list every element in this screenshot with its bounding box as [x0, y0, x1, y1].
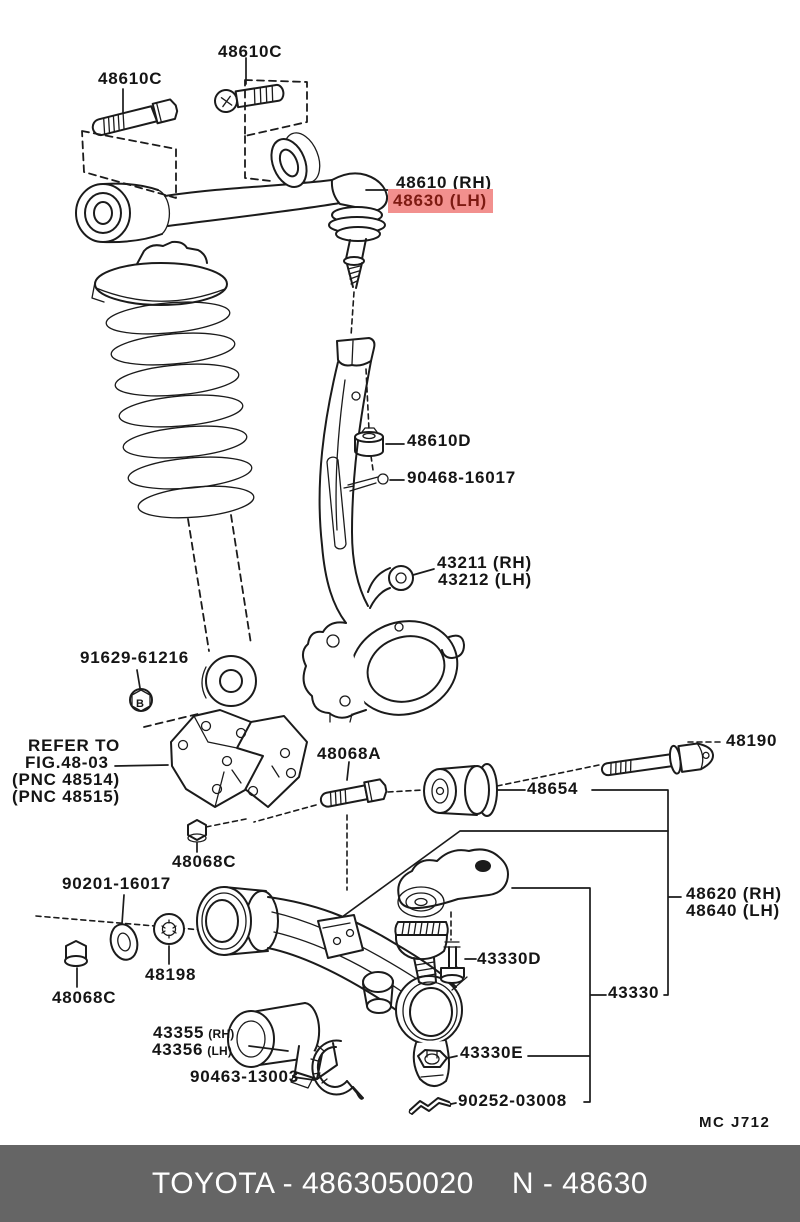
label-48610c-1: 48610C	[98, 69, 163, 88]
nut-b-art	[129, 669, 153, 712]
knuckle-leader-line	[412, 568, 435, 576]
label-pnc-48514: (PNC 48514)	[12, 770, 121, 789]
clamp-ring-art	[292, 1039, 364, 1100]
label-48068c-upper: 48068C	[172, 852, 237, 871]
label-90463-13003: 90463-13003	[190, 1067, 300, 1086]
label-90252-03008: 90252-03008	[458, 1091, 568, 1110]
bushing-clamp-art	[227, 1002, 338, 1089]
label-48068c-lower: 48068C	[52, 988, 117, 1007]
label-nut-b: B	[136, 698, 144, 710]
label-48198: 48198	[145, 965, 197, 984]
label-fig-48-03: FIG.48-03	[25, 753, 109, 772]
label-43330e: 43330E	[460, 1043, 524, 1062]
bolt-43330d-art	[440, 941, 477, 984]
bushing-48654-art	[423, 763, 526, 817]
nut-43330e-art	[417, 1049, 458, 1068]
label-43211-rh: 43211 (RH)	[437, 553, 532, 572]
label-48630-lh-highlighted: 48630 (LH)	[388, 189, 493, 213]
footer-bar: TOYOTA - 4863050020 N - 48630	[0, 1145, 800, 1222]
label-43355-number: 43355	[153, 1023, 205, 1042]
cap-48610d-art	[354, 368, 405, 471]
label-48654: 48654	[527, 779, 579, 798]
label-43356-side: (LH)	[207, 1044, 233, 1058]
label-refer-to: REFER TO	[28, 736, 121, 755]
label-90468-16017: 90468-16017	[407, 468, 517, 487]
upper-control-arm-art	[75, 132, 393, 337]
cotter-pin-90468-art	[343, 473, 405, 492]
cotter-pin-90252-art	[408, 1097, 457, 1115]
bolt-48190-art	[496, 741, 723, 787]
mount-bracket-art	[114, 709, 308, 808]
label-48610d: 48610D	[407, 431, 472, 450]
label-plate-code: MC J712	[699, 1114, 771, 1131]
label-48620-rh: 48620 (RH)	[686, 884, 782, 903]
label-43356-number: 43356	[152, 1040, 204, 1059]
label-43330d: 43330D	[477, 949, 542, 968]
nut-48068c-upper-art	[187, 818, 247, 853]
label-48640-lh: 48640 (LH)	[686, 901, 780, 920]
footer-part-code: N - 48630	[511, 1166, 649, 1200]
small-hardware-art	[35, 894, 215, 988]
label-pnc-48515: (PNC 48515)	[12, 787, 121, 806]
label-91629-61216: 91629-61216	[80, 648, 190, 667]
label-48190: 48190	[726, 731, 778, 750]
ball-joint-43330-art	[394, 848, 509, 986]
label-90201-16017: 90201-16017	[62, 874, 172, 893]
label-43356-lh: 43356(LH)	[152, 1040, 232, 1061]
label-48610c-2: 48610C	[218, 42, 283, 61]
steering-knuckle-art	[302, 337, 465, 723]
footer-catalog-code: TOYOTA - 4863050020	[151, 1166, 474, 1200]
shock-absorber-art	[91, 240, 257, 707]
label-48068a: 48068A	[317, 744, 382, 763]
label-48610-rh: 48610 (RH)	[396, 173, 492, 192]
bolt-48610c-top-mid-art	[214, 57, 308, 182]
bolt-48610c-top-left-art	[81, 88, 179, 199]
label-43212-lh: 43212 (LH)	[438, 570, 532, 589]
label-43330: 43330	[608, 983, 660, 1002]
bolt-48068a-art	[253, 761, 424, 823]
callout-bracket-lines	[326, 789, 682, 1103]
label-43355-rh: 43355(RH)	[153, 1023, 234, 1044]
label-43355-side: (RH)	[208, 1027, 235, 1041]
